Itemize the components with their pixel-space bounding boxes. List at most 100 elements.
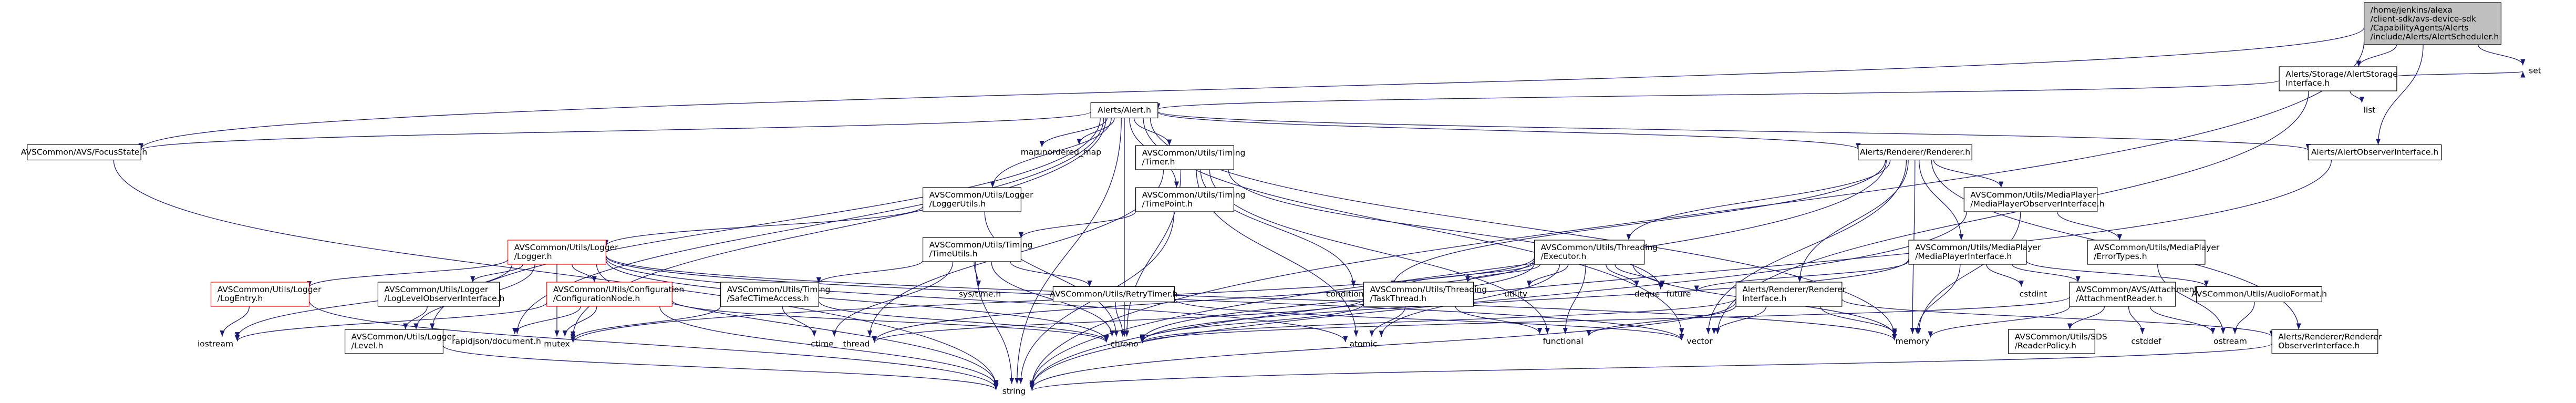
node-cstddef: cstddef — [2131, 336, 2161, 346]
edge-mpint-to-cstdint — [1986, 264, 2024, 287]
node-safectime[interactable]: AVSCommon/Utils/Timing/SafeCTimeAccess.h — [720, 282, 831, 307]
node-timer[interactable]: AVSCommon/Utils/Timing/Timer.h — [1135, 145, 1246, 170]
node-label: ostream — [2213, 336, 2247, 346]
edge-logger-to-confignode — [572, 264, 597, 283]
node-mpobs[interactable]: AVSCommon/Utils/MediaPlayer/MediaPlayerO… — [1963, 187, 2105, 212]
edge-timer-to-future — [1228, 169, 1663, 290]
node-loggerutils[interactable]: AVSCommon/Utils/Logger/LoggerUtils.h — [922, 187, 1033, 212]
node-renderer[interactable]: Alerts/Renderer/Renderer.h — [1858, 144, 1972, 161]
node-label: AVSCommon/Utils/MediaPlayer — [1970, 190, 2096, 200]
node-focus[interactable]: AVSCommon/AVS/FocusState.h — [21, 144, 147, 161]
edge-confignode-to-chrono — [671, 300, 1109, 343]
edge-executor-to-future — [1615, 264, 1665, 287]
node-label: Alerts/Alert.h — [1098, 105, 1151, 115]
node-label: /Executor.h — [1541, 252, 1587, 261]
node-label: AVSCommon/Utils/Timing — [1142, 148, 1246, 158]
edge-root-to-string — [1029, 41, 2365, 387]
node-box — [2087, 240, 2206, 265]
node-iostream: iostream — [198, 339, 233, 348]
node-label: /Logger.h — [514, 252, 552, 261]
node-loglevel[interactable]: AVSCommon/Utils/Logger/Level.h — [344, 329, 456, 354]
edge-renderer-to-condvar — [1390, 160, 1886, 287]
node-label: AVSCommon/Utils/Timing — [929, 240, 1033, 250]
edge-attreader-to-ostream — [2149, 306, 2216, 334]
edge-mpint-to-memory — [1915, 264, 1961, 334]
node-loglevelobs[interactable]: AVSCommon/Utils/Logger/LogLevelObserverI… — [377, 282, 504, 307]
node-label: ctime — [811, 339, 834, 348]
node-label: AVSCommon/Utils/Logger — [218, 285, 322, 294]
node-timepoint[interactable]: AVSCommon/Utils/Timing/TimePoint.h — [1135, 187, 1246, 212]
node-label: AVSCommon/Utils/Configuration — [553, 285, 685, 294]
node-systime: sys/time.h — [959, 289, 1001, 298]
node-root[interactable]: /home/jenkins/alexa/client-sdk/avs-devic… — [2364, 2, 2502, 45]
node-string: string — [1002, 386, 1026, 396]
node-box — [1090, 102, 1158, 119]
edge-timer-to-functional — [1209, 169, 1550, 334]
node-label: thread — [843, 339, 870, 348]
node-audioformat[interactable]: AVSCommon/Utils/AudioFormat.h — [2191, 286, 2327, 303]
node-errortypes[interactable]: AVSCommon/Utils/MediaPlayer/ErrorTypes.h — [2087, 240, 2220, 265]
node-label: cstddef — [2131, 336, 2161, 346]
edge-retrytimer-to-chrono — [1115, 302, 1125, 337]
node-taskthread[interactable]: AVSCommon/Utils/Threading/TaskThread.h — [1363, 282, 1487, 307]
node-label: rapidjson/document.h — [452, 336, 541, 346]
edge-confignode-to-mutex — [562, 306, 597, 337]
edge-logger-to-iostream — [235, 264, 513, 338]
node-attreader[interactable]: AVSCommon/AVS/Attachment/AttachmentReade… — [2069, 282, 2197, 307]
node-box — [1735, 282, 1843, 307]
node-cstdint: cstdint — [2020, 289, 2047, 298]
edge-rendererif-to-memory — [1820, 306, 1897, 335]
edge-logger-to-atomic — [605, 257, 1348, 343]
edge-timeutils-to-ctime — [832, 261, 954, 337]
edge-mpobs-to-string — [1029, 211, 1967, 388]
node-logger[interactable]: AVSCommon/Utils/Logger/Logger.h — [507, 240, 618, 265]
edge-confignode-to-rapidjson — [512, 306, 581, 334]
node-observer[interactable]: Alerts/AlertObserverInterface.h — [2308, 144, 2442, 161]
node-label: /client-sdk/avs-device-sdk — [2371, 14, 2476, 24]
node-sds[interactable]: AVSCommon/Utils/SDS/ReaderPolicy.h — [2008, 329, 2107, 354]
node-box — [720, 282, 819, 307]
edge-executor-to-deque — [1605, 264, 1639, 287]
node-ctime: ctime — [811, 339, 834, 348]
node-timeutils[interactable]: AVSCommon/Utils/Timing/TimeUtils.h — [922, 237, 1033, 262]
node-list: list — [2364, 105, 2376, 115]
node-mutex: mutex — [544, 339, 570, 348]
edge-audioformat-to-ostream — [2232, 302, 2255, 334]
node-label: ObserverInterface.h — [2278, 341, 2360, 350]
edge-logentry-to-string — [308, 301, 999, 389]
node-label: /SafeCTimeAccess.h — [727, 294, 809, 303]
node-mpint[interactable]: AVSCommon/Utils/MediaPlayer/MediaPlayerI… — [1908, 240, 2041, 265]
node-label: AVSCommon/Utils/RetryTimer.h — [1050, 289, 1177, 298]
edge-mpint-to-audioformat — [2026, 260, 2209, 287]
edge-confignode-to-string — [659, 306, 999, 387]
edge-attreader-to-cstddef — [2128, 306, 2145, 334]
node-confignode[interactable]: AVSCommon/Utils/Configuration/Configurat… — [546, 282, 685, 307]
node-box — [2308, 144, 2442, 161]
edge-rendererif-to-vector — [1711, 306, 1767, 334]
node-logentry[interactable]: AVSCommon/Utils/Logger/LogEntry.h — [211, 282, 322, 307]
edge-loglevelobs-to-loglevel — [403, 306, 428, 330]
edge-renderer-to-vector — [1705, 160, 1907, 334]
node-functional: functional — [1543, 336, 1583, 346]
node-rendobs[interactable]: Alerts/Renderer/RendererObserverInterfac… — [2271, 329, 2382, 354]
node-label: map — [1021, 147, 1039, 157]
node-label: /TimeUtils.h — [929, 249, 978, 259]
edge-executor-to-utility — [1526, 264, 1569, 287]
node-label: AVSCommon/Utils/Logger — [929, 190, 1033, 200]
node-label: memory — [1896, 336, 1930, 346]
node-retrytimer[interactable]: AVSCommon/Utils/RetryTimer.h — [1050, 286, 1178, 303]
node-label: set — [2529, 66, 2541, 75]
edge-alert-to-observer — [1157, 111, 2311, 151]
node-label: AVSCommon/Utils/MediaPlayer — [2094, 243, 2220, 252]
edge-confignode-to-iostream — [235, 302, 547, 342]
edge-attreader-to-memory — [1928, 306, 2070, 338]
node-label: iostream — [198, 339, 233, 348]
node-label: chrono — [1110, 339, 1138, 348]
node-alert[interactable]: Alerts/Alert.h — [1090, 102, 1158, 119]
node-executor[interactable]: AVSCommon/Utils/Threading/Executor.h — [1534, 240, 1658, 265]
edge-timeutils-to-retrytimer — [1010, 261, 1092, 287]
edge-logentry-to-iostream — [220, 306, 250, 337]
